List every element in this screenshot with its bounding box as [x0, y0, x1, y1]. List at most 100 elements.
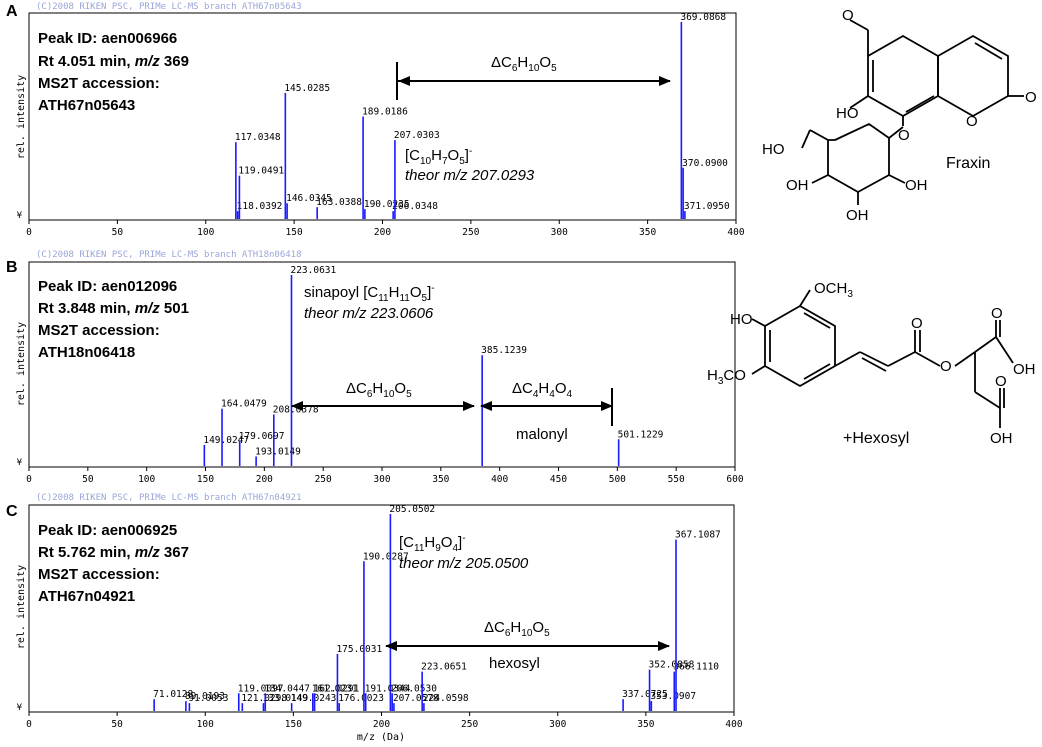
peak-label: 162.0291 — [314, 683, 360, 694]
peaks-b: 149.0247164.0479179.0697193.0149208.0378… — [203, 265, 664, 466]
peak-label: 385.1239 — [481, 345, 527, 356]
delta1-label-b: ΔC6H10O5 — [346, 380, 412, 400]
x-tick-label: 300 — [551, 227, 568, 238]
x-tick-label: 450 — [550, 474, 567, 485]
peak-label: 501.1229 — [618, 429, 664, 440]
peak-label: 337.0725 — [622, 689, 668, 700]
x-tick-label: 500 — [609, 474, 626, 485]
peak-label: 161.0231 — [312, 683, 358, 694]
x-tick-label: 350 — [639, 227, 656, 238]
peak-label: 353.0907 — [650, 691, 696, 702]
x-tick-label: 150 — [197, 474, 214, 485]
atom-o-methoxy: O — [842, 7, 854, 24]
peak-label: 119.0491 — [238, 166, 284, 177]
atom-o-acid2: O — [995, 373, 1007, 390]
delta1-arrowhead-left-b — [291, 401, 303, 411]
x-tick-label: 300 — [373, 474, 390, 485]
x-tick-label: 50 — [111, 719, 123, 730]
peak-label: 208.0378 — [273, 404, 319, 415]
sinapoyl-malate-structure — [751, 289, 1014, 428]
peak-label: 371.0950 — [684, 201, 730, 212]
x-tick-label: 50 — [112, 227, 124, 238]
peak-label: 223.0631 — [290, 265, 336, 276]
x-tick-label: 400 — [727, 227, 744, 238]
peak-label: 121.0298 — [241, 693, 287, 704]
peak-label: 149.0247 — [203, 435, 249, 446]
peak-label: 190.0235 — [364, 199, 410, 210]
peak-label: 370.0900 — [682, 158, 728, 169]
peak-label: 207.0303 — [394, 130, 440, 141]
atom-oh-2: OH — [905, 177, 928, 194]
info-a: Peak ID: aen006966 Rt 4.051 min, m/z 369… — [38, 30, 189, 114]
delta2-label-b: ΔC4H4O4 — [512, 380, 573, 400]
atom-o-glyco: O — [898, 127, 910, 144]
info-c-line1: Peak ID: aen006925 — [38, 522, 177, 539]
atom-oh-3: OH — [846, 207, 869, 224]
peak-label: 134.0447 — [264, 683, 310, 694]
peak-label: 117.0348 — [235, 132, 281, 143]
panel-a: A (C)2008 RIKEN PSC, PRIMe LC-MS branch … — [6, 2, 1037, 238]
x-tick-label: 600 — [726, 474, 743, 485]
atom-o-carbonyl-b: O — [911, 315, 923, 332]
peaks-c: 71.012889.019391.0053119.0097121.0298133… — [153, 504, 721, 711]
peak-label: 206.0530 — [391, 683, 437, 694]
x-tick-label: 100 — [197, 227, 214, 238]
yzero-a: ¥ — [17, 211, 23, 221]
ylabel-a: rel. intensity — [16, 75, 27, 159]
x-tick-label: 200 — [374, 227, 391, 238]
malonyl-label: malonyl — [516, 426, 568, 443]
atom-oh-1: OH — [786, 177, 809, 194]
atom-o-lactone: O — [966, 113, 978, 130]
peak-label: 118.0392 — [237, 201, 283, 212]
atom-h3co: H3CO — [707, 367, 746, 387]
sinapoyl-label: sinapoyl [C11H11O5]- — [304, 283, 435, 304]
peak-label: 146.0345 — [286, 193, 332, 204]
peak-label: 224.0598 — [423, 693, 469, 704]
x-tick-label: 350 — [432, 474, 449, 485]
info-b-line2: Rt 3.848 min, m/z 501 — [38, 300, 189, 317]
theor-b: theor m/z 223.0606 — [304, 305, 434, 322]
peak-label: 175.0031 — [336, 644, 382, 655]
peak-label: 352.0858 — [649, 660, 695, 671]
info-a-line1: Peak ID: aen006966 — [38, 30, 177, 47]
x-tick-label: 150 — [285, 719, 302, 730]
peak-label: 205.0502 — [389, 504, 435, 515]
x-tick-label: 250 — [461, 719, 478, 730]
ylabel-c: rel. intensity — [16, 565, 27, 649]
peak-label: 71.0128 — [153, 689, 193, 700]
peak-label: 189.0186 — [362, 107, 408, 118]
ion-formula-a: [C10H7O5]- — [405, 146, 472, 167]
atom-ho-ring: HO — [836, 105, 859, 122]
peak-label: 193.0149 — [255, 446, 301, 457]
x-tick-label: 400 — [725, 719, 742, 730]
peak-label: 206.0348 — [392, 201, 438, 212]
delta1-arrowhead-right-b — [463, 401, 475, 411]
panel-c: C (C)2008 RIKEN PSC, PRIMe LC-MS branch … — [6, 493, 743, 743]
theor-c: theor m/z 205.0500 — [399, 555, 529, 572]
info-b: Peak ID: aen012096 Rt 3.848 min, m/z 501… — [38, 278, 189, 361]
peak-label: 367.1087 — [675, 530, 721, 541]
x-tick-label: 0 — [26, 474, 32, 485]
atom-o-ester: O — [940, 358, 952, 375]
info-c-line2: Rt 5.762 min, m/z 367 — [38, 544, 189, 561]
peak-label: 176.0023 — [338, 693, 384, 704]
fraxin-structure — [801, 19, 1024, 205]
sinapoyl-atoms: OCH3 HO H3CO O O O OH O OH +Hexosyl — [707, 280, 1036, 447]
x-tick-label: 300 — [549, 719, 566, 730]
compound-name-b: +Hexosyl — [843, 430, 909, 447]
panel-b: B (C)2008 RIKEN PSC, PRIMe LC-MS branch … — [6, 250, 1036, 485]
x-tick-label: 50 — [82, 474, 94, 485]
xlabel-c: m/z (Da) — [357, 732, 405, 743]
info-b-line3: MS2T accession: — [38, 322, 160, 339]
peak-label: 179.0697 — [239, 431, 285, 442]
info-b-line1: Peak ID: aen012096 — [38, 278, 177, 295]
delta-arrowhead-right-c — [658, 641, 670, 651]
peak-label: 369.0868 — [680, 12, 726, 23]
x-tick-label: 0 — [26, 719, 32, 730]
peak-label: 223.0651 — [421, 662, 467, 673]
panel-letter-c: C — [6, 503, 18, 520]
peak-label: 133.0149 — [262, 693, 308, 704]
atom-ho-ch2: HO — [762, 141, 785, 158]
